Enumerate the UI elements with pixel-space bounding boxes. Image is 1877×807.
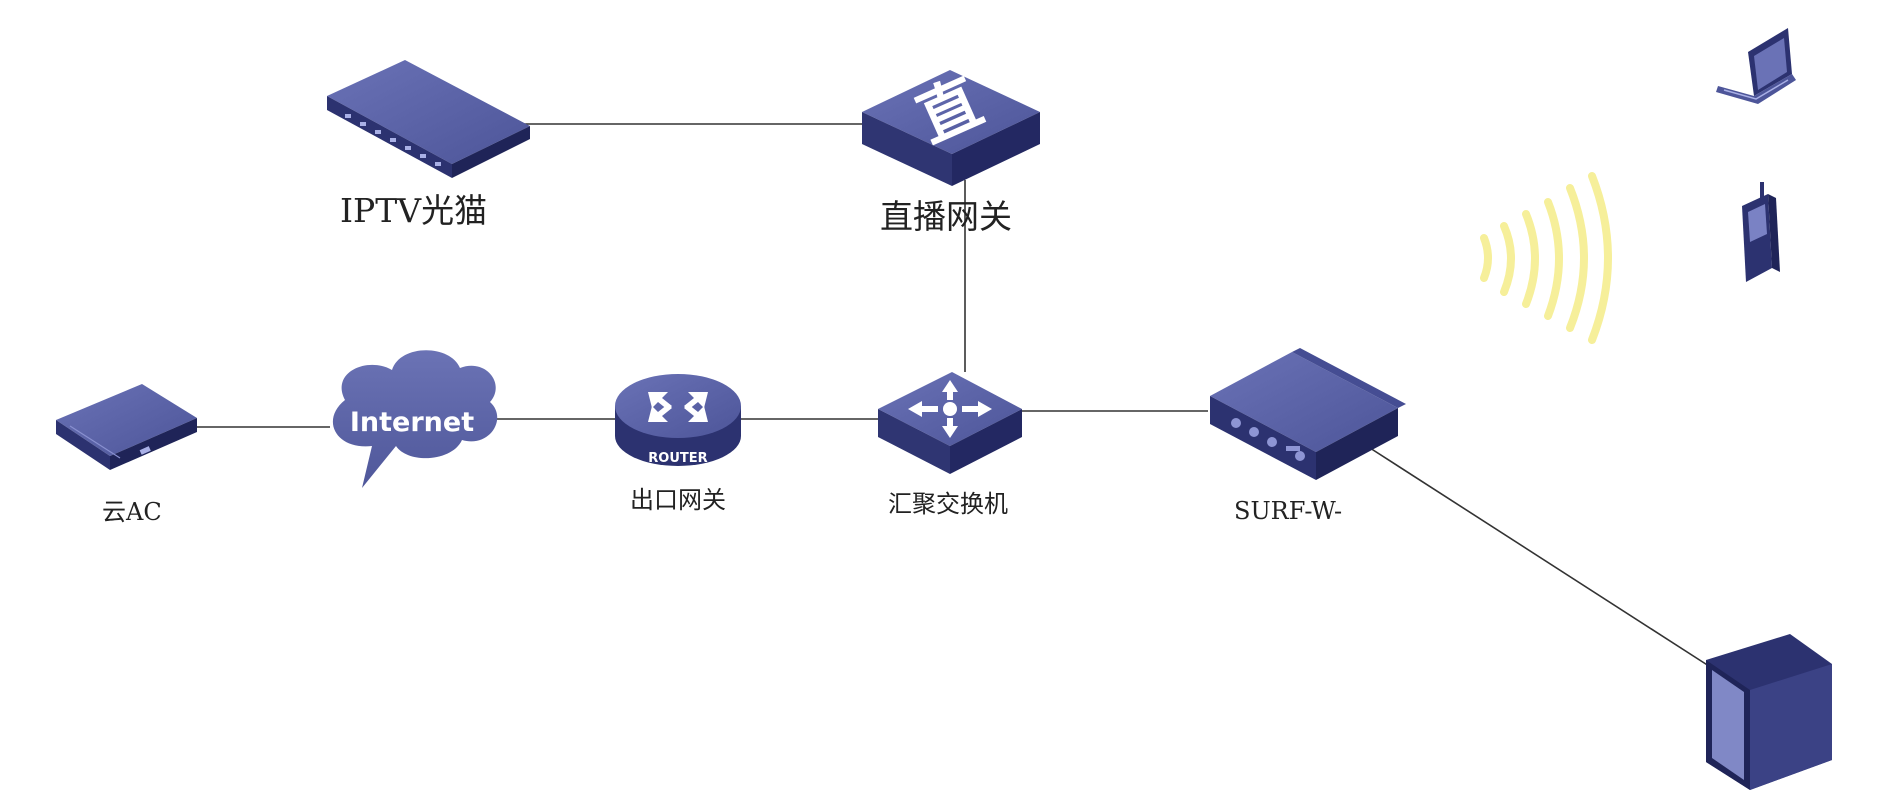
wifi-signal-icon xyxy=(1480,172,1612,344)
mobile-phone-icon[interactable] xyxy=(1742,182,1780,282)
links xyxy=(196,123,1713,669)
internet-cloud-text: Internet xyxy=(350,407,474,438)
wireless-ap-icon[interactable] xyxy=(1210,348,1406,480)
laptop-icon[interactable] xyxy=(1716,28,1796,104)
server-appliance-icon[interactable] xyxy=(56,384,197,470)
iptv-modem-label: IPTV光猫 xyxy=(340,191,488,230)
optical-modem-icon[interactable] xyxy=(327,60,530,178)
gateway-icon[interactable]: 直 xyxy=(862,65,1040,186)
exit-gateway-label: 出口网关 xyxy=(630,486,726,514)
live-gateway-label: 直播网关 xyxy=(880,197,1012,236)
link-surf-w-tv xyxy=(1369,447,1713,669)
internet-cloud-icon[interactable]: Internet xyxy=(332,350,498,488)
router-icon[interactable]: ROUTER xyxy=(615,374,741,466)
tv-icon[interactable] xyxy=(1706,634,1832,790)
cloud-ac-label: 云AC xyxy=(102,498,162,526)
switch-icon[interactable] xyxy=(878,372,1022,474)
agg-switch-label: 汇聚交换机 xyxy=(888,490,1008,518)
surf-w-label: SURF-W- xyxy=(1234,497,1343,525)
router-badge: ROUTER xyxy=(648,451,707,466)
